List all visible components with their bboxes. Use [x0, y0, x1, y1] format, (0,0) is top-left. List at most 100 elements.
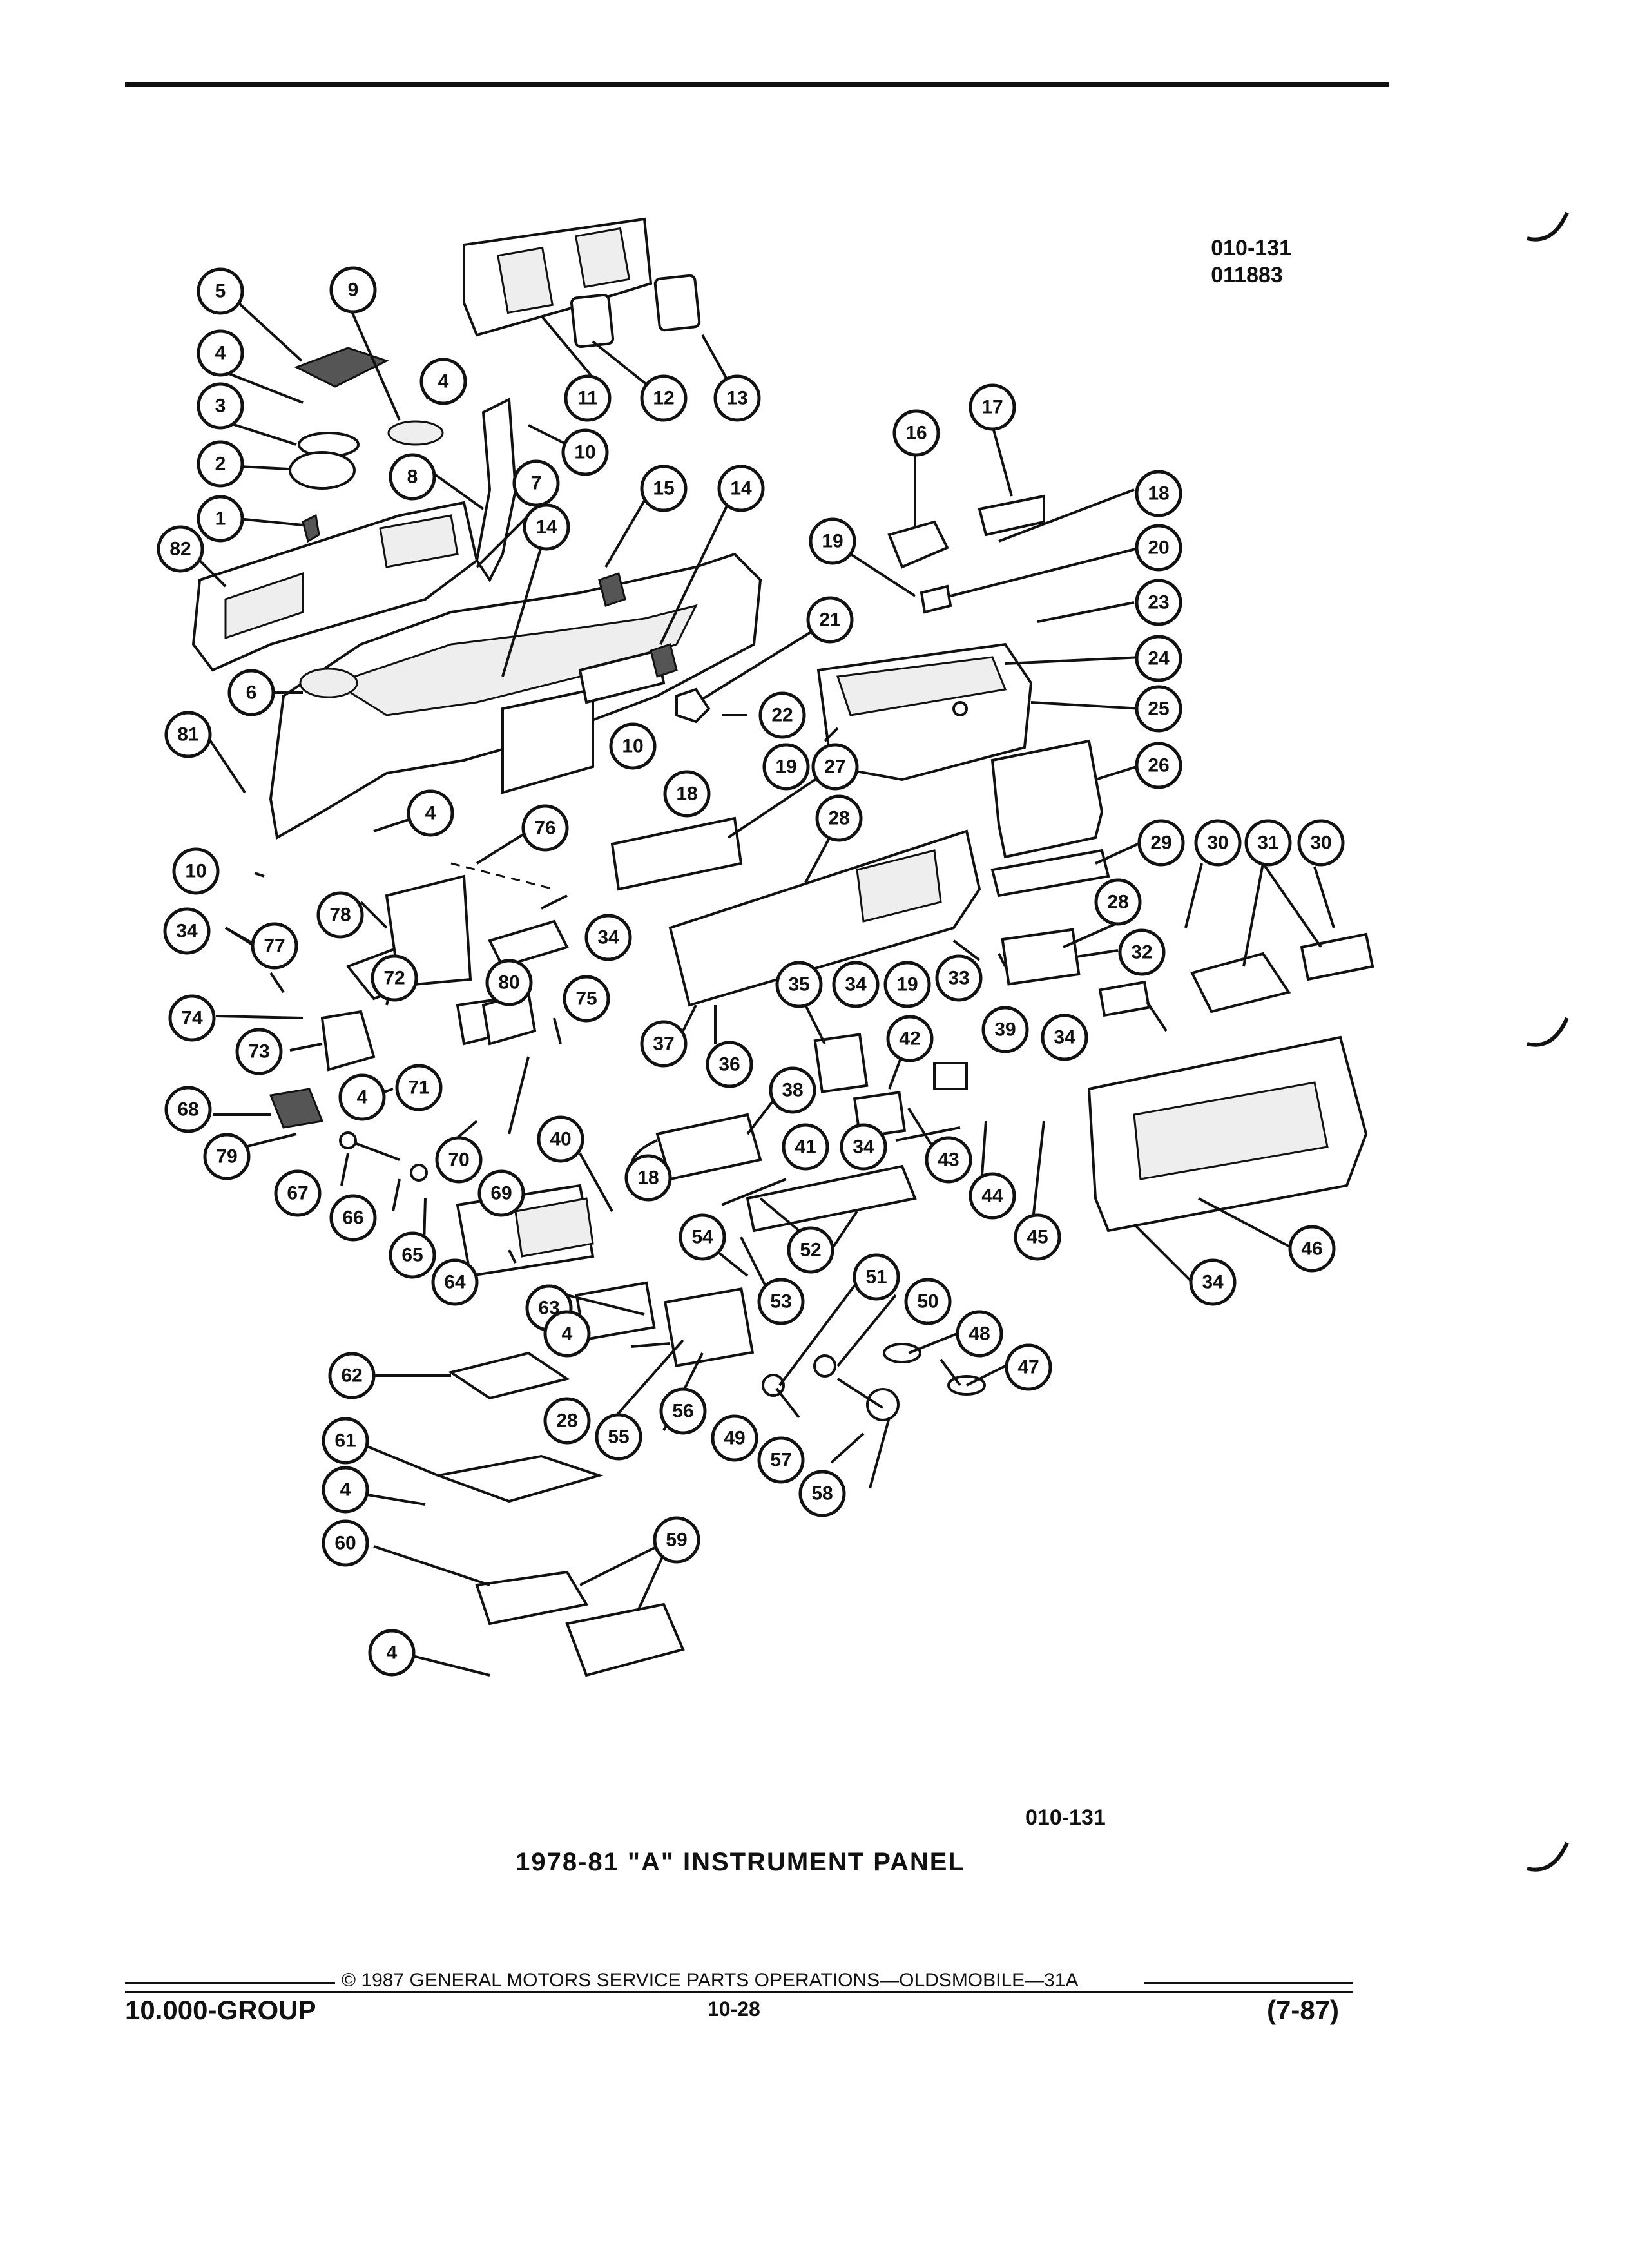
- svg-text:49: 49: [724, 1428, 745, 1449]
- callout-2: 2: [197, 440, 244, 488]
- svg-text:33: 33: [948, 968, 969, 989]
- callout-70: 70: [435, 1136, 483, 1184]
- svg-text:69: 69: [490, 1183, 512, 1204]
- callout-73: 73: [235, 1028, 283, 1075]
- callout-16: 16: [892, 409, 940, 457]
- figure-code-bottom: 010-131: [1025, 1805, 1106, 1830]
- svg-text:34: 34: [1202, 1272, 1224, 1293]
- callout-79: 79: [203, 1133, 251, 1180]
- svg-text:34: 34: [176, 921, 198, 942]
- svg-text:18: 18: [637, 1168, 659, 1189]
- svg-text:29: 29: [1150, 832, 1171, 854]
- callout-23: 23: [1135, 579, 1182, 626]
- svg-text:22: 22: [771, 705, 793, 726]
- svg-text:14: 14: [730, 478, 752, 499]
- callout-8: 8: [389, 453, 436, 501]
- svg-text:39: 39: [994, 1019, 1016, 1041]
- callout-49: 49: [711, 1414, 758, 1462]
- svg-text:78: 78: [329, 905, 351, 926]
- svg-text:30: 30: [1207, 832, 1228, 854]
- svg-text:28: 28: [1107, 892, 1128, 913]
- svg-text:73: 73: [248, 1041, 269, 1062]
- callout-50: 50: [904, 1278, 952, 1325]
- svg-text:46: 46: [1301, 1238, 1322, 1260]
- svg-text:14: 14: [535, 517, 557, 538]
- callout-4: 4: [338, 1073, 386, 1121]
- callout-34: 34: [832, 961, 880, 1008]
- callout-69: 69: [477, 1169, 525, 1217]
- svg-text:34: 34: [853, 1137, 874, 1158]
- svg-text:10: 10: [622, 736, 643, 757]
- svg-text:4: 4: [438, 371, 449, 392]
- callout-60: 60: [322, 1519, 369, 1567]
- svg-text:50: 50: [917, 1291, 938, 1312]
- callout-6: 6: [227, 669, 275, 716]
- callout-45: 45: [1014, 1213, 1061, 1261]
- callout-62: 62: [328, 1352, 376, 1399]
- revision-date: (7-87): [1267, 1995, 1340, 2025]
- svg-text:17: 17: [981, 397, 1003, 418]
- callout-10: 10: [561, 428, 609, 476]
- svg-text:19: 19: [775, 756, 796, 778]
- svg-text:13: 13: [726, 388, 747, 409]
- figure-caption: 1978-81 "A" INSTRUMENT PANEL: [516, 1848, 965, 1876]
- svg-text:80: 80: [498, 972, 519, 994]
- svg-text:77: 77: [264, 936, 285, 957]
- svg-text:34: 34: [1054, 1027, 1075, 1048]
- svg-text:74: 74: [181, 1008, 203, 1029]
- svg-text:51: 51: [865, 1267, 887, 1288]
- svg-text:11: 11: [577, 388, 598, 409]
- callout-14: 14: [717, 465, 765, 512]
- figure-code-primary: 010-131: [1211, 236, 1291, 260]
- figure-code-top: 010-131 011883: [1211, 235, 1291, 289]
- svg-text:44: 44: [981, 1186, 1003, 1207]
- svg-text:18: 18: [1148, 483, 1169, 505]
- callout-4: 4: [322, 1466, 369, 1514]
- svg-text:6: 6: [246, 682, 257, 704]
- callout-3: 3: [197, 382, 244, 430]
- callout-67: 67: [274, 1169, 322, 1217]
- svg-text:61: 61: [334, 1430, 356, 1452]
- callout-51: 51: [853, 1253, 900, 1301]
- callout-59: 59: [653, 1516, 700, 1564]
- svg-text:10: 10: [185, 861, 206, 882]
- svg-text:76: 76: [534, 818, 555, 839]
- svg-text:25: 25: [1148, 698, 1169, 720]
- callout-19: 19: [762, 743, 810, 791]
- svg-text:40: 40: [550, 1129, 571, 1150]
- figure-code-secondary: 011883: [1211, 263, 1283, 287]
- callout-41: 41: [782, 1123, 829, 1171]
- callout-18: 18: [624, 1154, 672, 1202]
- callout-34: 34: [163, 907, 211, 955]
- callout-10: 10: [609, 722, 657, 770]
- svg-text:43: 43: [938, 1149, 959, 1171]
- callout-71: 71: [395, 1064, 443, 1111]
- svg-text:19: 19: [822, 531, 843, 552]
- svg-text:1: 1: [215, 508, 226, 530]
- callout-4: 4: [368, 1629, 416, 1677]
- svg-text:4: 4: [340, 1479, 351, 1501]
- callout-75: 75: [563, 975, 610, 1023]
- svg-text:28: 28: [828, 808, 849, 829]
- callout-43: 43: [925, 1136, 972, 1184]
- svg-text:28: 28: [556, 1410, 577, 1432]
- callout-81: 81: [164, 711, 212, 758]
- svg-text:82: 82: [169, 539, 191, 560]
- callout-42: 42: [886, 1015, 934, 1062]
- callout-34: 34: [1189, 1258, 1237, 1306]
- callout-35: 35: [775, 961, 823, 1008]
- callout-58: 58: [798, 1470, 846, 1517]
- svg-text:19: 19: [896, 974, 918, 995]
- callout-78: 78: [316, 891, 364, 939]
- svg-text:66: 66: [342, 1207, 363, 1229]
- callout-55: 55: [595, 1413, 642, 1461]
- callout-26: 26: [1135, 742, 1182, 789]
- svg-text:48: 48: [969, 1323, 990, 1345]
- callout-34: 34: [840, 1123, 887, 1171]
- callout-28: 28: [815, 794, 863, 842]
- svg-text:2: 2: [215, 454, 226, 475]
- callout-48: 48: [956, 1310, 1003, 1358]
- callout-36: 36: [706, 1041, 753, 1088]
- svg-text:9: 9: [348, 280, 359, 301]
